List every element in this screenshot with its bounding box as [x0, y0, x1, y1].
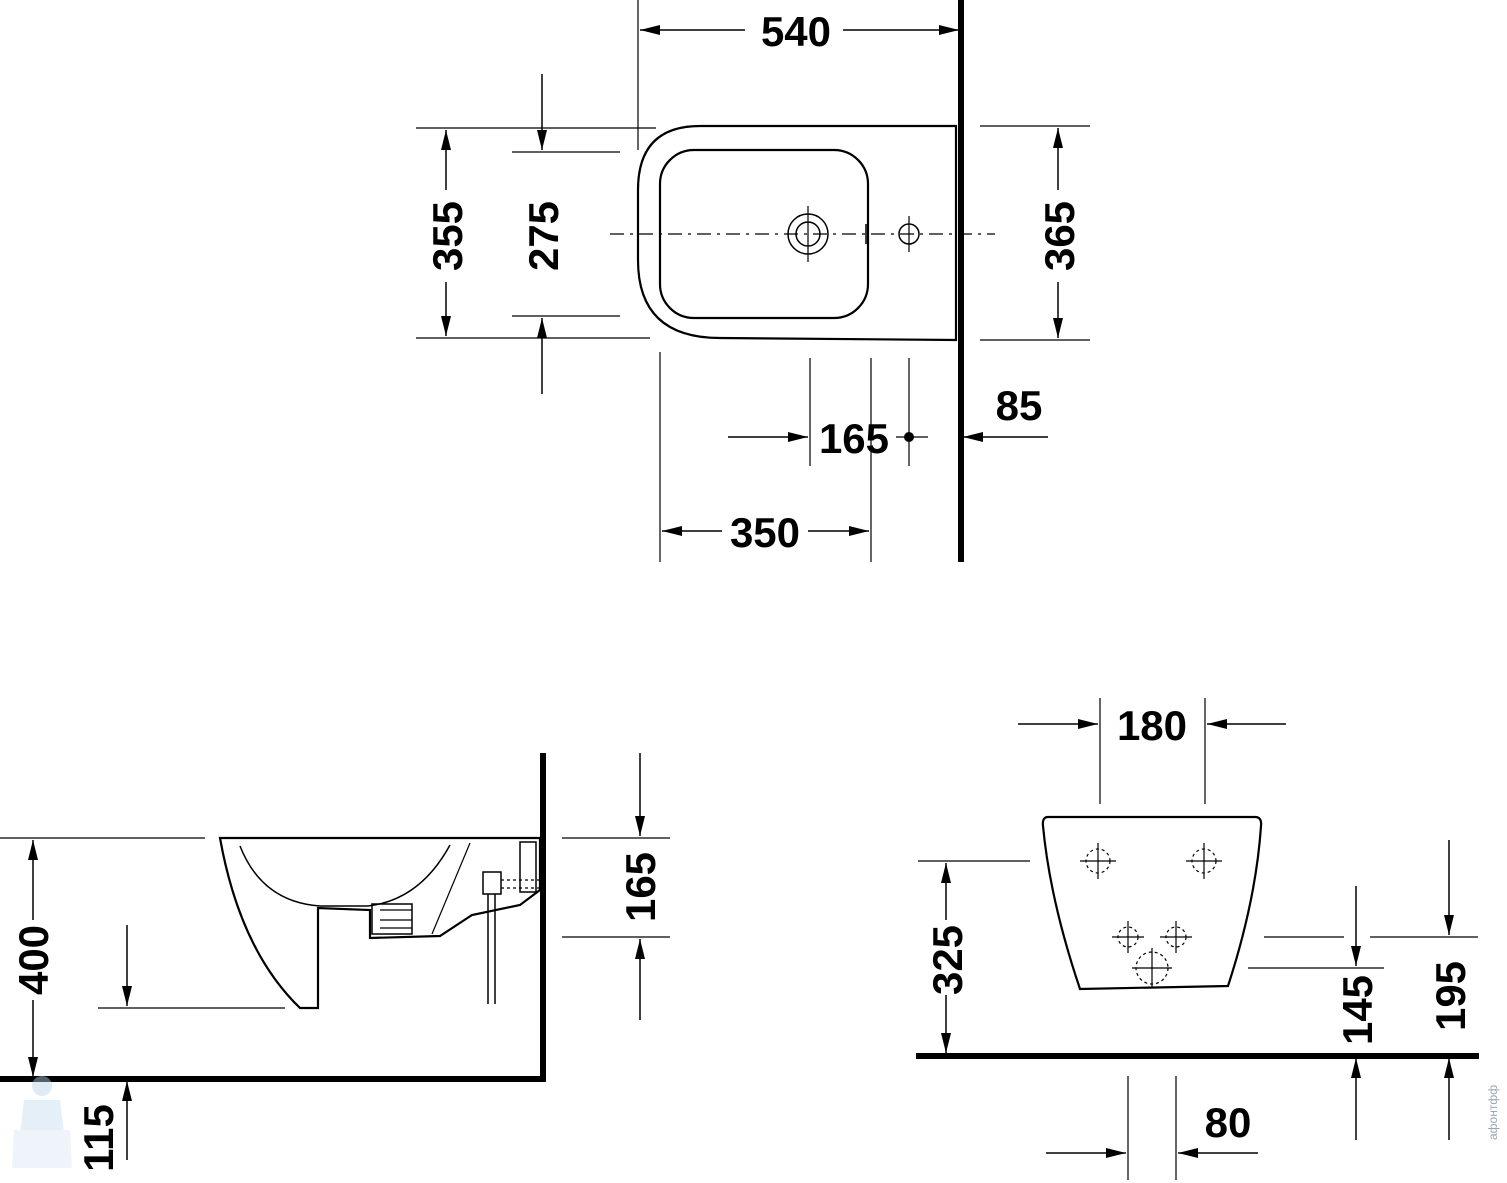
- supply-hole-icon: [1112, 921, 1144, 953]
- dim-355: 355: [424, 201, 471, 271]
- drain-hole-icon: [1132, 948, 1172, 988]
- dim-165-side: 165: [617, 852, 664, 922]
- drain-fitting-side: [371, 903, 413, 935]
- bidet-inner-side: [239, 844, 451, 907]
- watermark-text: афонтфф: [1486, 1085, 1500, 1140]
- rear-view: 180 325 145 195 80 афонтфф: [916, 698, 1500, 1180]
- dim-80: 80: [1205, 1099, 1252, 1146]
- fixing-hole-icon: [1080, 843, 1116, 879]
- dim-85: 85: [996, 382, 1043, 429]
- dim-400: 400: [10, 925, 57, 995]
- dim-115: 115: [75, 1104, 122, 1172]
- fixing-hole-icon: [1186, 843, 1222, 879]
- wall-floor-side: [0, 753, 546, 1082]
- watermark-logo-icon: [12, 1076, 72, 1168]
- bidet-outline-side: [218, 836, 542, 1010]
- dim-540: 540: [761, 8, 831, 55]
- supply-pipe-side: [482, 871, 502, 895]
- dim-195: 195: [1427, 961, 1474, 1031]
- supply-hole-icon: [1160, 921, 1192, 953]
- dim-365: 365: [1036, 201, 1083, 271]
- top-view: 540 355 275 365 165 85 3: [416, 0, 1090, 562]
- side-view: 400 115 165: [0, 753, 670, 1172]
- dim-350: 350: [730, 509, 800, 556]
- dim-325: 325: [924, 925, 971, 995]
- dim-180: 180: [1117, 702, 1187, 749]
- dim-275: 275: [520, 201, 567, 271]
- dim-165-top: 165: [819, 415, 889, 462]
- dim-145: 145: [1334, 975, 1381, 1045]
- wall-bracket-side: [519, 841, 537, 893]
